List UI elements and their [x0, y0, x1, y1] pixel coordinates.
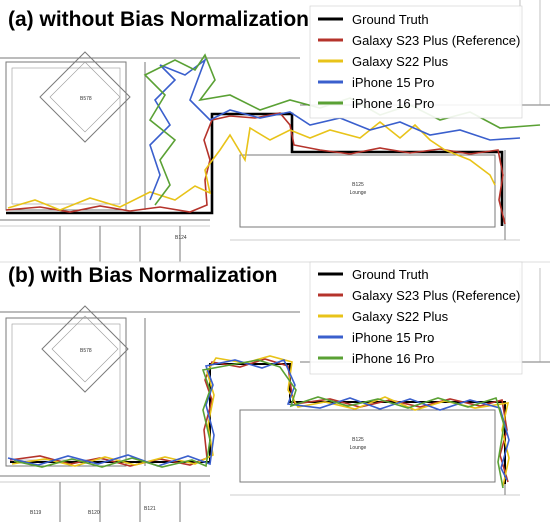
legend-b-label-iphone16: iPhone 16 Pro	[352, 351, 434, 366]
stair-diamond-inner-a	[49, 61, 121, 133]
trajectory-iphone15-b	[7, 358, 510, 481]
stair-diamond-b	[41, 305, 129, 393]
legend-b-box	[309, 261, 523, 375]
panel-a-title: (a) without Bias Normalization	[8, 8, 309, 31]
legend-a-label-iphone16: iPhone 16 Pro	[352, 96, 434, 111]
stair-room-inner-a	[11, 67, 121, 205]
legend-a-box	[309, 5, 523, 119]
lounge-name-label-b: Lounge	[350, 445, 367, 451]
legend-b-label-s23: Galaxy S23 Plus (Reference)	[352, 288, 520, 303]
panel-b: B578 B125 Lounge B119 B120 B121 (b) with…	[0, 261, 550, 522]
lounge-number-label-a: B125	[352, 182, 364, 188]
lounge-room-b	[239, 409, 496, 483]
room-label-b-b119: B119	[30, 510, 42, 516]
trajectory-iphone15-a	[149, 57, 521, 201]
legend-a: Ground Truth Galaxy S23 Plus (Reference)…	[309, 5, 523, 119]
stair-label-a: B578	[80, 96, 92, 102]
stair-room-b	[5, 317, 127, 467]
panel-a: B578 B125 Lounge B124 (a) without Bias N…	[0, 0, 550, 262]
legend-a-label-ground-truth: Ground Truth	[352, 12, 429, 27]
stair-room-a	[5, 61, 127, 211]
trajectory-s23-reference-a	[5, 112, 506, 225]
trajectory-s22-a	[7, 120, 496, 211]
stair-room-inner-b	[11, 323, 121, 461]
legend-b-label-iphone15: iPhone 15 Pro	[352, 330, 434, 345]
legend-a-label-iphone15: iPhone 15 Pro	[352, 75, 434, 90]
room-label-b-b120: B120	[88, 510, 100, 516]
legend-b: Ground Truth Galaxy S23 Plus (Reference)…	[309, 261, 523, 375]
lounge-name-label-a: Lounge	[350, 190, 367, 196]
room-label-b-b121: B121	[144, 506, 156, 512]
lounge-number-label-b: B125	[352, 437, 364, 443]
stair-diamond-a	[39, 51, 131, 143]
lounge-room-a	[239, 154, 496, 228]
room-label-a-b124: B124	[175, 235, 187, 241]
panel-b-title: (b) with Bias Normalization	[8, 264, 278, 287]
legend-a-label-s23: Galaxy S23 Plus (Reference)	[352, 33, 520, 48]
legend-a-label-s22: Galaxy S22 Plus	[352, 54, 449, 69]
legend-b-label-ground-truth: Ground Truth	[352, 267, 429, 282]
trajectory-iphone16-b	[13, 359, 505, 489]
stair-diamond-inner-b	[51, 315, 119, 383]
legend-b-label-s22: Galaxy S22 Plus	[352, 309, 449, 324]
stair-label-b: B578	[80, 348, 92, 354]
